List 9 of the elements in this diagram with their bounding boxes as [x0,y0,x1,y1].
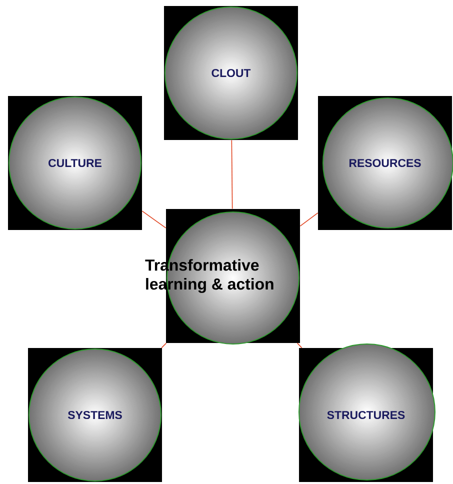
sphere-node: CLOUT [164,6,298,140]
sphere-node: SYSTEMS [28,348,162,482]
sphere-node: CULTURE [8,96,142,230]
connector-line [300,212,318,226]
connector-line [296,342,302,348]
connector-line [142,210,166,228]
connector-line [231,140,233,210]
sphere-node: STRUCTURES [298,344,436,482]
connector-line [161,342,167,348]
